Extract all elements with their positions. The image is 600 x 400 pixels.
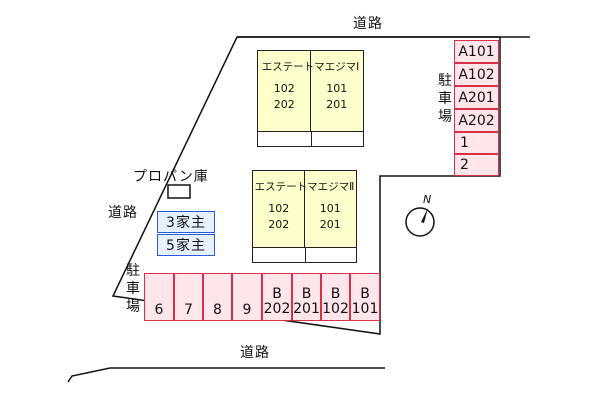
owner-box-5: 5家主 xyxy=(157,234,215,256)
building-estate-maejima-1: エステートマエジマⅠ 102 202 101 201 xyxy=(257,50,364,147)
parking-spot-a102: A102 xyxy=(454,63,499,86)
owner-box-3: 3家主 xyxy=(157,211,215,233)
building-name: エステートマエジマⅠ xyxy=(261,61,360,73)
parking-spot-label: 8 xyxy=(213,302,222,318)
propane-storage xyxy=(167,184,191,199)
parking-spot-label: 201 xyxy=(293,301,320,317)
unit-number: 101 xyxy=(319,202,341,215)
parking-spot-9: 9 xyxy=(232,273,262,321)
unit-number: 201 xyxy=(319,218,341,231)
parking-spot-7: 7 xyxy=(174,273,203,321)
road-label-left: 道路 xyxy=(108,205,138,221)
parking-spot-prefix: B xyxy=(301,286,312,302)
parking-label-text: 駐車場 xyxy=(126,263,140,315)
compass-ring xyxy=(405,207,435,237)
parking-spot-2: 2 xyxy=(454,154,499,176)
unit-number: 202 xyxy=(273,98,295,111)
parking-spot-b202: B 202 xyxy=(262,273,292,321)
parking-spot-label: 202 xyxy=(263,301,291,317)
parking-spot-a101: A101 xyxy=(454,40,499,63)
parking-spot-b102: B 102 xyxy=(321,273,350,321)
unit-number: 102 xyxy=(273,82,295,95)
parking-spot-a201: A201 xyxy=(454,86,499,109)
compass xyxy=(405,207,435,237)
parking-label-right: 駐車場 xyxy=(437,72,453,126)
parking-spot-label: 6 xyxy=(154,302,164,318)
compass-label: N xyxy=(423,193,432,206)
road-label-bottom: 道路 xyxy=(240,345,270,361)
unit-number: 102 xyxy=(268,202,290,215)
unit-number: 201 xyxy=(326,98,348,111)
parking-spot-8: 8 xyxy=(203,273,232,321)
parking-spot-label: 102 xyxy=(322,301,349,317)
parking-label-text: 駐車場 xyxy=(438,73,452,125)
parking-spot-a202: A202 xyxy=(454,109,499,132)
unit-number: 202 xyxy=(268,218,290,231)
parking-label-bottom: 駐車場 xyxy=(125,262,141,316)
road-label-top: 道路 xyxy=(353,16,383,32)
parking-spot-1: 1 xyxy=(454,132,499,154)
parking-spot-b201: B 201 xyxy=(292,273,321,321)
parking-spot-prefix: B xyxy=(330,286,341,302)
unit-number: 101 xyxy=(326,82,348,95)
building-name: エステートマエジマⅡ xyxy=(254,181,355,193)
building-estate-maejima-2: エステートマエジマⅡ 102 202 101 201 xyxy=(252,170,357,263)
propane-label: プロパン庫 xyxy=(133,169,209,185)
parking-spot-6: 6 xyxy=(144,273,174,321)
parking-spot-label: 101 xyxy=(351,301,379,317)
parking-spot-prefix: B xyxy=(360,286,370,302)
parking-spot-b101: B 101 xyxy=(350,273,380,321)
parking-spot-label: 7 xyxy=(184,302,193,318)
bottom-road-curb xyxy=(67,367,385,383)
compass-needle-tail xyxy=(421,208,428,223)
parking-spot-prefix: B xyxy=(272,286,282,302)
parking-spot-label: 9 xyxy=(242,302,252,318)
